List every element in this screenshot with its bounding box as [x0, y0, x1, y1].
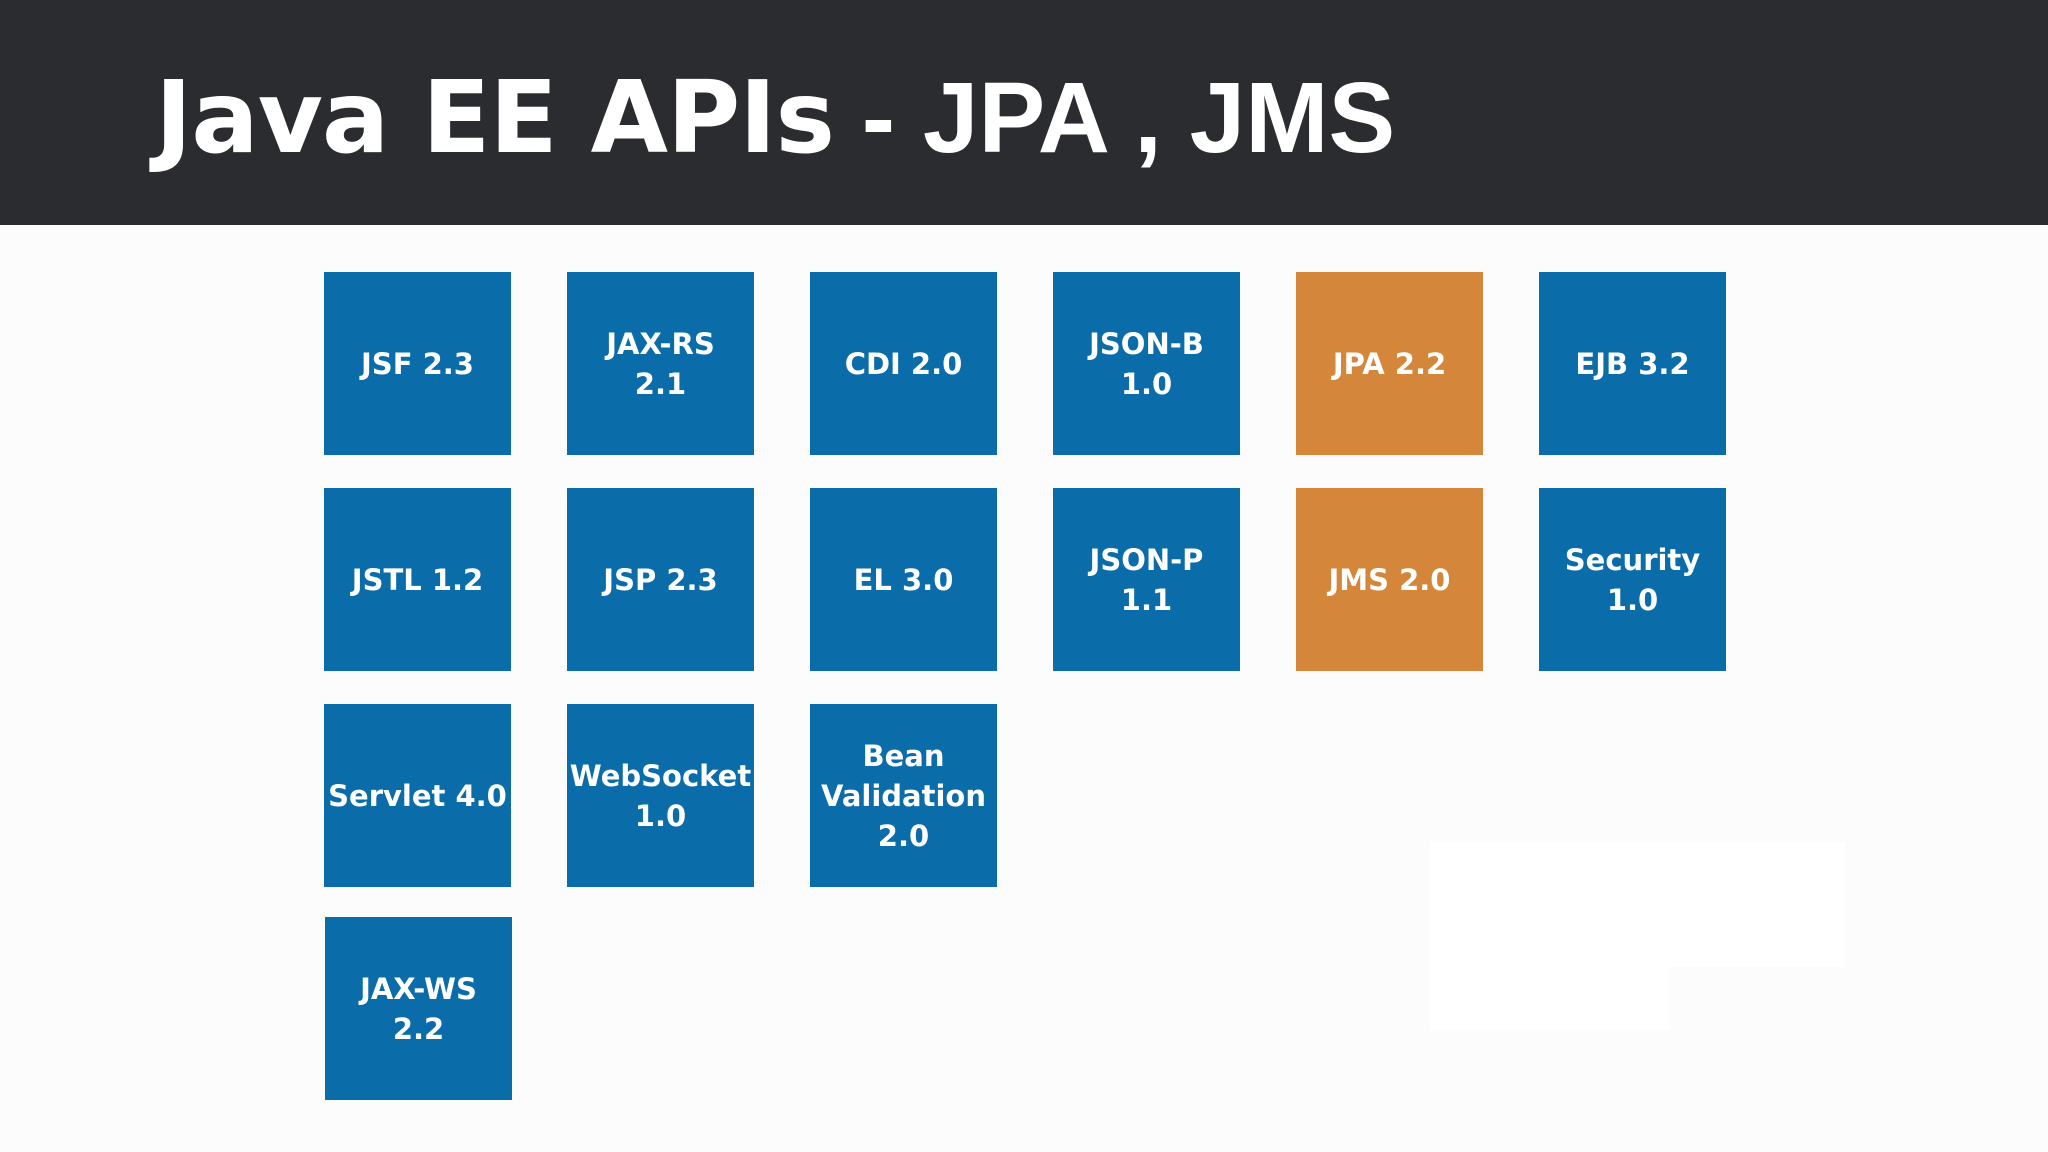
api-tile-jsf: JSF 2.3 [324, 272, 511, 455]
slide-header: Java EE APIs - JPA , JMS [0, 0, 2048, 225]
slide-title-prefix: Java EE APIs [155, 59, 835, 176]
api-tile-el: EL 3.0 [810, 488, 997, 671]
api-tile-json-p: JSON-P 1.1 [1053, 488, 1240, 671]
faint-white-patch [1430, 960, 1670, 1030]
api-tile-ejb: EJB 3.2 [1539, 272, 1726, 455]
api-tile-jax-ws: JAX-WS 2.2 [325, 917, 512, 1100]
api-tile-json-b: JSON-B 1.0 [1053, 272, 1240, 455]
api-tile-jpa: JPA 2.2 [1296, 272, 1483, 455]
slide-title-suffix: - JPA , JMS [834, 62, 1396, 174]
faint-white-patch [1430, 842, 1845, 967]
api-tile-jsp: JSP 2.3 [567, 488, 754, 671]
api-tile-jax-rs: JAX-RS 2.1 [567, 272, 754, 455]
api-tile-cdi: CDI 2.0 [810, 272, 997, 455]
slide-title: Java EE APIs - JPA , JMS [155, 58, 1395, 178]
api-tile-servlet: Servlet 4.0 [324, 704, 511, 887]
api-tile-security: Security 1.0 [1539, 488, 1726, 671]
api-tile-jstl: JSTL 1.2 [324, 488, 511, 671]
api-tile-websocket: WebSocket 1.0 [567, 704, 754, 887]
api-tile-bean-validation: Bean Validation 2.0 [810, 704, 997, 887]
api-tile-jms: JMS 2.0 [1296, 488, 1483, 671]
